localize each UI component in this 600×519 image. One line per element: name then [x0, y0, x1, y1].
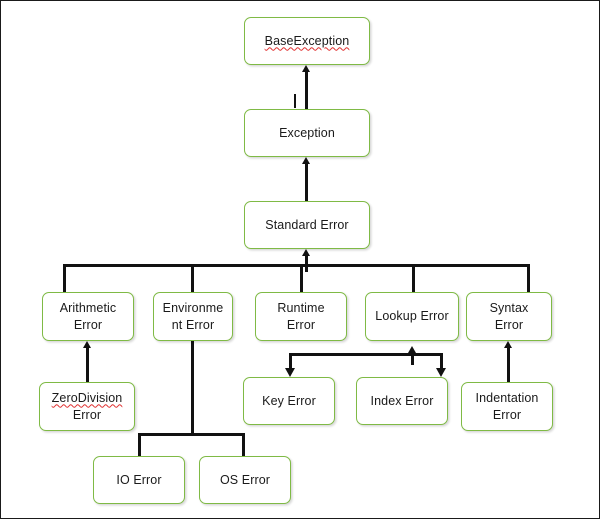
connector-bus-to-indexerror: [440, 353, 443, 369]
arrowhead-lookuperror-substem: [407, 346, 416, 353]
connector-bus-lookuperror-children: [289, 353, 443, 356]
connector-bus-environmenterror-children: [138, 433, 245, 436]
arrowhead-standarderror-to-exception: [301, 157, 310, 164]
node-standard-error[interactable]: Standard Error: [244, 201, 370, 249]
node-base-exception[interactable]: BaseException: [244, 17, 370, 65]
node-lookup-error-label: Lookup Error: [375, 309, 449, 323]
node-base-exception-label: BaseException: [264, 33, 350, 48]
connector-lookuperror-substem: [411, 353, 414, 365]
connector-bus-to-environmenterror: [191, 264, 194, 293]
arrowhead-lookuperror-to-indexerror: [436, 368, 446, 377]
connector-bus-to-lookuperror: [412, 264, 415, 293]
node-index-error[interactable]: Index Error: [356, 377, 448, 425]
stray-tick-mark: [294, 94, 296, 108]
node-os-error-label: OS Error: [219, 472, 271, 487]
node-os-error[interactable]: OS Error: [199, 456, 291, 504]
node-io-error[interactable]: IO Error: [93, 456, 185, 504]
connector-zerodivisionerror-to-arithmeticerror: [86, 348, 89, 382]
connector-bus-to-keyerror: [289, 353, 292, 369]
arrowhead-lookuperror-to-keyerror: [285, 368, 295, 377]
arrowhead-indentationerror-to-syntaxerror: [503, 341, 512, 348]
connector-bus-to-syntaxerror: [527, 264, 530, 293]
arrowhead-zerodivisionerror-to-arithmeticerror: [82, 341, 91, 348]
connector-bus-to-ioerror: [138, 433, 141, 457]
node-exception-label: Exception: [279, 125, 335, 140]
connector-bus-standarderror-children: [63, 264, 530, 267]
connector-indentationerror-to-syntaxerror: [507, 348, 510, 382]
connector-standarderror-to-exception: [305, 164, 308, 201]
node-key-error[interactable]: Key Error: [243, 377, 335, 425]
node-index-error-label: Index Error: [370, 393, 434, 408]
connector-exception-to-baseexception: [305, 72, 308, 109]
connector-bus-to-oserror: [242, 433, 245, 457]
node-standard-error-label: Standard Error: [265, 217, 349, 232]
connector-environmenterror-substem: [191, 341, 194, 436]
node-key-error-label: Key Error: [262, 393, 316, 408]
connector-bus-to-runtimeerror: [300, 264, 303, 293]
node-lookup-error[interactable]: Lookup Error: [365, 292, 459, 341]
arrowhead-exception-to-baseexception: [301, 65, 310, 72]
node-exception[interactable]: Exception: [244, 109, 370, 157]
node-io-error-label: IO Error: [116, 472, 162, 487]
arrowhead-subclasses-to-standarderror: [301, 249, 310, 256]
connector-bus-to-arithmeticerror: [63, 264, 66, 293]
